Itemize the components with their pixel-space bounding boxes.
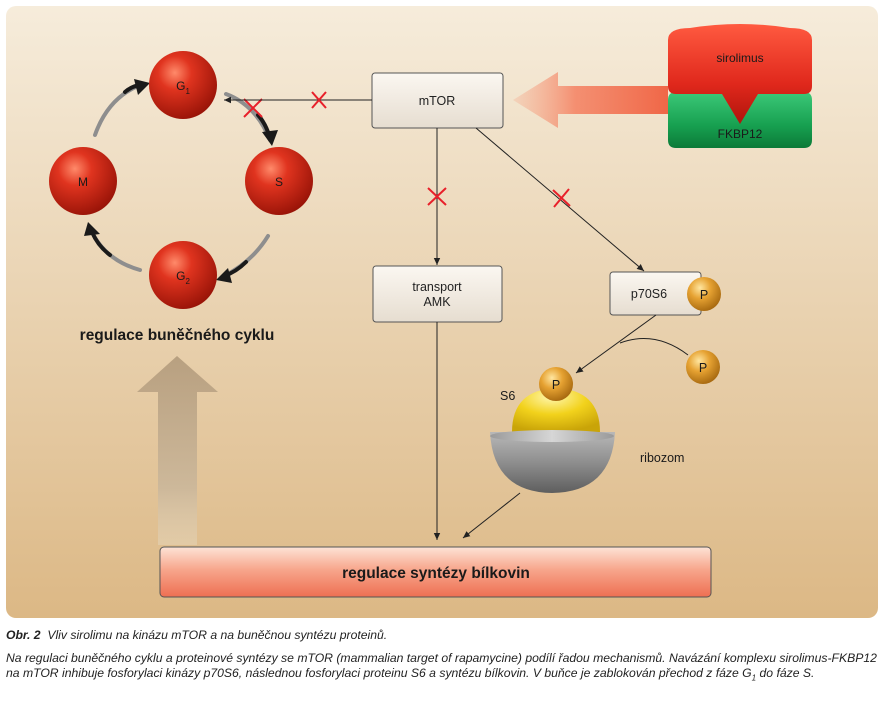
arrow-p70s6-to-s6 xyxy=(575,314,657,374)
sirolimus-fkbp12-complex: sirolimus FKBP12 xyxy=(668,24,812,148)
sirolimus-label: sirolimus xyxy=(716,51,763,65)
arrow-ribosome-to-synthesis xyxy=(462,492,521,539)
svg-text:mTOR: mTOR xyxy=(419,94,456,108)
p70s6-box: p70S6 xyxy=(609,271,702,316)
phase-s: S xyxy=(245,147,313,215)
s6-label: S6 xyxy=(500,389,515,403)
inhibition-mark-g1-s xyxy=(243,98,263,118)
caption-body: Na regulaci buněčného cyklu a proteinové… xyxy=(6,650,877,683)
cell-cycle-title: regulace buněčného cyklu xyxy=(80,327,275,344)
svg-text:AMK: AMK xyxy=(423,295,451,309)
svg-text:p70S6: p70S6 xyxy=(631,287,667,301)
svg-text:G1: G1 xyxy=(176,79,190,96)
svg-text:P: P xyxy=(699,361,707,375)
caption-title-line: Obr. 2 Vliv sirolimu na kinázu mTOR a na… xyxy=(6,628,878,644)
inhibition-mark-mtor-p70s6 xyxy=(552,188,571,208)
ribosome xyxy=(490,430,615,493)
svg-text:S: S xyxy=(275,175,283,189)
sirolimus-block xyxy=(668,24,812,124)
upward-arrow xyxy=(137,356,218,545)
phosphate-on-s6: P xyxy=(539,367,573,401)
phase-m: M xyxy=(49,147,117,215)
s6-protein xyxy=(512,388,600,432)
phosphate-on-p70s6: P xyxy=(687,277,721,311)
svg-text:P: P xyxy=(552,378,560,392)
transport-amk-box: transport AMK xyxy=(372,265,503,323)
mtor-pathway-diagram: G1 S G2 M regulace buněčného cyklu mTOR … xyxy=(6,6,878,618)
caption-subscript: 1 xyxy=(751,673,757,683)
svg-text:M: M xyxy=(78,175,88,189)
mtor-box: mTOR xyxy=(371,72,504,129)
fkbp12-label: FKBP12 xyxy=(718,127,763,141)
svg-text:transport: transport xyxy=(412,280,462,294)
inhibition-mark-mtor-transport xyxy=(427,187,447,206)
caption-title: Vliv sirolimu na kinázu mTOR a na buněčn… xyxy=(47,628,388,642)
svg-text:P: P xyxy=(700,288,708,302)
protein-synthesis-bar: regulace syntézy bílkovin xyxy=(159,546,712,598)
free-phosphate: P xyxy=(686,350,720,384)
inhibition-mark-mtor-cycle xyxy=(311,91,327,109)
phase-g1: G1 xyxy=(149,51,217,119)
cell-cycle-arrows xyxy=(84,79,278,283)
figure-caption: Obr. 2 Vliv sirolimu na kinázu mTOR a na… xyxy=(6,628,878,686)
ribozom-label: ribozom xyxy=(640,451,684,465)
sirolimus-inhibition-arrow xyxy=(513,72,668,128)
caption-number: Obr. 2 xyxy=(6,628,41,642)
svg-text:G2: G2 xyxy=(176,269,190,286)
phase-g2: G2 xyxy=(149,241,217,309)
phosphate-transfer-curve xyxy=(619,338,689,356)
svg-text:regulace syntézy bílkovin: regulace syntézy bílkovin xyxy=(342,565,530,582)
figure: G1 S G2 M regulace buněčného cyklu mTOR … xyxy=(6,6,878,618)
